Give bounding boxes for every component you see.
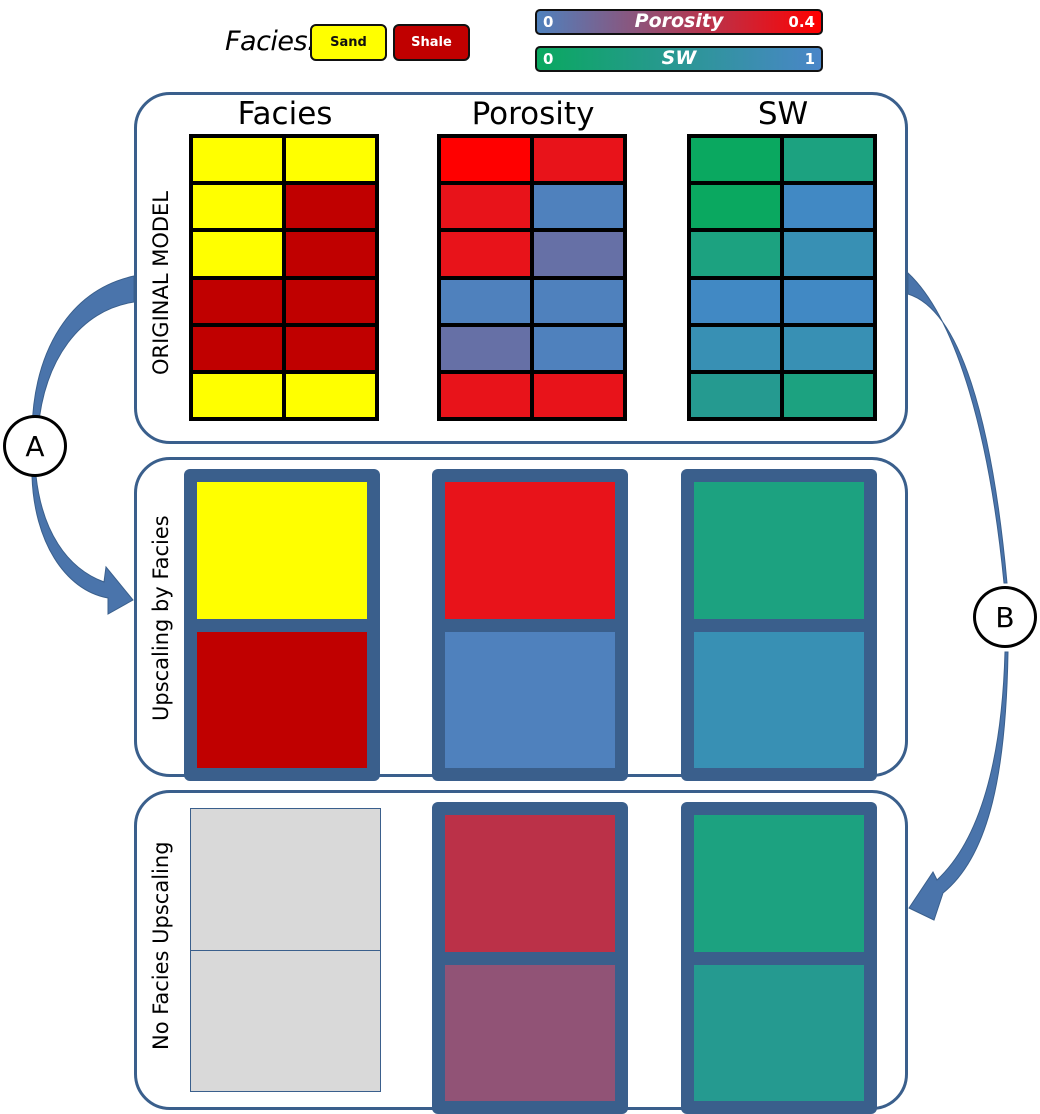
original-porosity-cell-r6-c2 xyxy=(534,373,623,417)
arrow-b-icon xyxy=(907,271,1008,584)
original-porosity-cell-r2-c1 xyxy=(441,185,530,229)
column-title-sw: SW xyxy=(757,96,809,132)
original-facies-cell-r5-c1 xyxy=(193,326,282,370)
original-facies-cell-r2-c2 xyxy=(286,185,375,229)
original-facies-cell-r6-c2 xyxy=(286,373,375,417)
original-sw-cell-r3-c2 xyxy=(784,232,873,276)
porosity-colorbar-min: 0 xyxy=(543,13,554,31)
no-facies-porosity-cell-top xyxy=(445,815,615,952)
original-facies-cell-r4-c2 xyxy=(286,279,375,323)
original-facies-cell-r2-c1 xyxy=(193,185,282,229)
original-sw-cell-r3-c1 xyxy=(691,232,780,276)
porosity-colorbar: 0 Porosity 0.4 xyxy=(535,9,823,35)
label-upscaling-by-facies: Upscaling by Facies xyxy=(149,515,173,721)
no-facies-porosity-cell-bottom xyxy=(445,964,615,1101)
original-sw-cell-r1-c2 xyxy=(784,138,873,182)
original-facies-cell-r6-c1 xyxy=(193,373,282,417)
original-porosity-cell-r2-c2 xyxy=(534,185,623,229)
no-facies-sw-cell-bottom xyxy=(694,964,864,1101)
upscaled-facies-cell-bottom xyxy=(197,631,367,768)
original-sw-cell-r2-c1 xyxy=(691,185,780,229)
original-sw-cell-r4-c1 xyxy=(691,279,780,323)
no-facies-porosity-block xyxy=(432,802,628,1114)
no-facies-placeholder-block xyxy=(190,808,381,1092)
original-porosity-cell-r4-c2 xyxy=(534,279,623,323)
sw-colorbar-min: 0 xyxy=(543,50,554,68)
no-facies-sw-cell-top xyxy=(694,815,864,952)
facies-chip-shale: Shale xyxy=(393,24,470,61)
original-porosity-cell-r3-c1 xyxy=(441,232,530,276)
workflow-marker-a: A xyxy=(3,415,67,477)
column-title-porosity: Porosity xyxy=(471,96,595,132)
original-sw-cell-r6-c2 xyxy=(784,373,873,417)
original-sw-cell-r4-c2 xyxy=(784,279,873,323)
original-sw-cell-r2-c2 xyxy=(784,185,873,229)
arrow-a-icon xyxy=(31,275,135,431)
no-facies-sw-block xyxy=(681,802,877,1114)
original-porosity-cell-r6-c1 xyxy=(441,373,530,417)
facies-legend-label: Facies: xyxy=(225,26,316,57)
original-porosity-cell-r4-c1 xyxy=(441,279,530,323)
original-sw-cell-r6-c1 xyxy=(691,373,780,417)
original-porosity-cell-r3-c2 xyxy=(534,232,623,276)
label-original-model: ORIGINAL MODEL xyxy=(149,190,173,376)
original-porosity-cell-r5-c2 xyxy=(534,326,623,370)
original-facies-cell-r3-c2 xyxy=(286,232,375,276)
facies-chip-sand-label: Sand xyxy=(330,35,367,50)
upscaled-porosity-cell-bottom xyxy=(445,631,615,768)
original-porosity-cell-r1-c1 xyxy=(441,138,530,182)
workflow-marker-b-label: B xyxy=(995,600,1015,634)
facies-chip-shale-label: Shale xyxy=(411,35,452,50)
original-facies-cell-r3-c1 xyxy=(193,232,282,276)
original-porosity-cell-r1-c2 xyxy=(534,138,623,182)
porosity-colorbar-title: Porosity xyxy=(634,10,724,32)
no-facies-divider xyxy=(191,950,380,951)
porosity-colorbar-max: 0.4 xyxy=(788,13,815,31)
upscaled-sw-cell-top xyxy=(694,482,864,619)
original-facies-cell-r1-c2 xyxy=(286,138,375,182)
arrow-a-lower-icon xyxy=(31,475,134,615)
upscaled-facies-cell-top xyxy=(197,482,367,619)
original-sw-cell-r1-c1 xyxy=(691,138,780,182)
label-no-facies-upscaling: No Facies Upscaling xyxy=(149,841,173,1050)
sw-colorbar-title: SW xyxy=(661,47,697,69)
original-facies-cell-r5-c2 xyxy=(286,326,375,370)
upscaled-porosity-block xyxy=(432,469,628,781)
upscaled-facies-block xyxy=(184,469,380,781)
upscaled-sw-block xyxy=(681,469,877,781)
workflow-marker-a-label: A xyxy=(25,429,45,463)
sw-colorbar: 0 SW 1 xyxy=(535,46,823,72)
original-sw-cell-r5-c2 xyxy=(784,326,873,370)
original-facies-cell-r1-c1 xyxy=(193,138,282,182)
sw-colorbar-max: 1 xyxy=(804,50,815,68)
original-sw-grid xyxy=(687,134,877,421)
original-porosity-grid xyxy=(437,134,627,421)
upscaled-porosity-cell-top xyxy=(445,482,615,619)
upscaled-sw-cell-bottom xyxy=(694,631,864,768)
arrow-b-lower-icon xyxy=(908,651,1009,921)
column-title-facies: Facies xyxy=(237,96,333,132)
original-facies-cell-r4-c1 xyxy=(193,279,282,323)
workflow-marker-b: B xyxy=(973,586,1037,648)
original-porosity-cell-r5-c1 xyxy=(441,326,530,370)
original-sw-cell-r5-c1 xyxy=(691,326,780,370)
facies-chip-sand: Sand xyxy=(310,24,387,61)
original-facies-grid xyxy=(189,134,379,421)
